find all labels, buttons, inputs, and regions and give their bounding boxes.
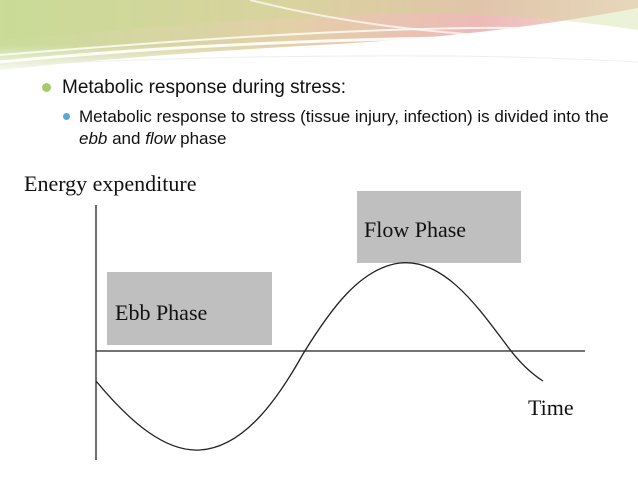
bullet-sub-ebb: ebb [79,129,108,148]
x-axis-label: Time [528,395,574,420]
bullet-main-text: Metabolic response during stress: [62,77,347,98]
y-axis-label: Energy expenditure [24,171,196,196]
energy-curve [95,262,544,451]
bullet-dot-icon [42,83,51,92]
bullet-sub-and: and [107,129,146,148]
ebb-phase-box [107,272,272,345]
flow-phase-label: Flow Phase [364,217,466,242]
bullet-sub-text-2: phase [175,129,227,148]
bullet-sub-text-1: Metabolic response to stress (tissue inj… [79,107,609,126]
bullet-sub-flow: flow [145,129,176,148]
ebb-flow-diagram: Energy expenditure Ebb Phase Flow Phase … [24,171,585,460]
ebb-phase-label: Ebb Phase [115,300,207,325]
bullet-sub: Metabolic response to stress (tissue inj… [63,106,622,150]
bullet-dot-icon [63,113,70,120]
flow-phase-box [357,191,521,263]
bullet-main: Metabolic response during stress: [42,76,622,100]
bullet-list: Metabolic response during stress: Metabo… [42,76,622,150]
decorative-banner [0,0,638,75]
